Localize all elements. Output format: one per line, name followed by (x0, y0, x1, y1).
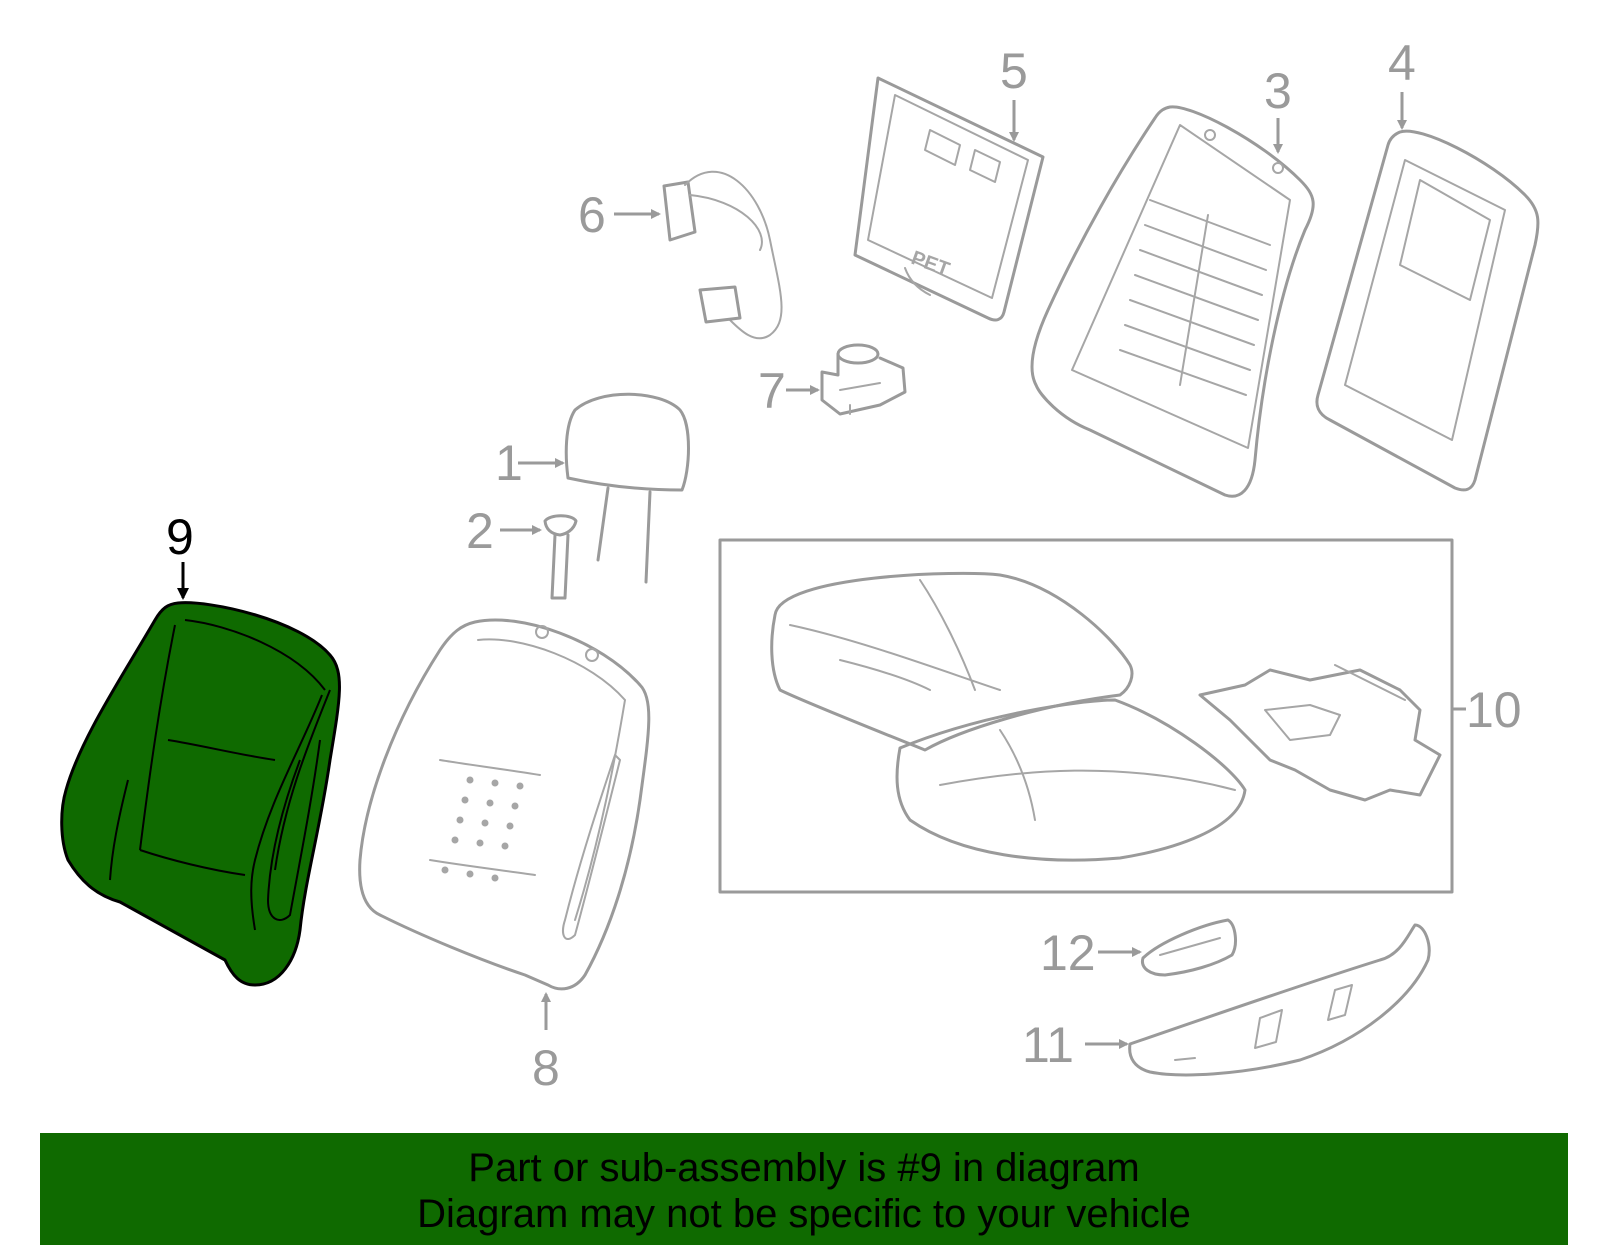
callout-2: 2 (466, 503, 542, 559)
callout-2-label: 2 (466, 503, 494, 559)
part-5-control-module[interactable]: PET (853, 76, 1045, 322)
part-9-seat-back-cover[interactable] (60, 601, 341, 987)
callout-10: 10 (1453, 682, 1522, 738)
callout-4-label: 4 (1388, 35, 1416, 91)
banner-line-2: Diagram may not be specific to your vehi… (417, 1192, 1191, 1236)
part-8-seat-back[interactable] (358, 618, 651, 991)
part-11-side-shield[interactable] (1128, 923, 1431, 1077)
callout-10-label: 10 (1466, 682, 1522, 738)
callout-4: 4 (1388, 35, 1416, 130)
part-7-switch[interactable] (820, 343, 907, 416)
part-2-headrest-guide[interactable] (543, 514, 578, 600)
info-banner: Part or sub-assembly is #9 in diagram Di… (40, 1133, 1568, 1245)
pet-stamp: PET (908, 247, 952, 281)
callout-5-label: 5 (1000, 43, 1028, 99)
part-12-trim-cover[interactable] (1140, 918, 1237, 977)
part-4-back-panel[interactable] (1315, 129, 1540, 492)
callout-7-label: 7 (758, 363, 786, 419)
part-6-wire-harness[interactable] (662, 170, 783, 340)
callout-11: 11 (1022, 1017, 1129, 1073)
callout-12: 12 (1040, 925, 1142, 981)
callout-3-label: 3 (1264, 63, 1292, 119)
callout-8-label: 8 (532, 1040, 560, 1096)
callout-12-label: 12 (1040, 925, 1096, 981)
callout-9-label: 9 (166, 509, 194, 565)
callout-8: 8 (532, 992, 560, 1096)
callout-3: 3 (1264, 63, 1292, 154)
part-3-seat-back-frame[interactable] (1030, 105, 1315, 498)
part-1-headrest[interactable] (564, 392, 690, 584)
banner-line-1: Part or sub-assembly is #9 in diagram (468, 1146, 1140, 1190)
callout-9: 9 (166, 509, 194, 600)
callout-1: 1 (495, 435, 565, 491)
callout-11-label: 11 (1022, 1017, 1074, 1073)
callout-7: 7 (758, 363, 820, 419)
part-10-seat-cushion-assembly[interactable] (718, 538, 1454, 894)
callout-6: 6 (578, 187, 661, 243)
callout-6-label: 6 (578, 187, 606, 243)
callout-5: 5 (1000, 43, 1028, 142)
